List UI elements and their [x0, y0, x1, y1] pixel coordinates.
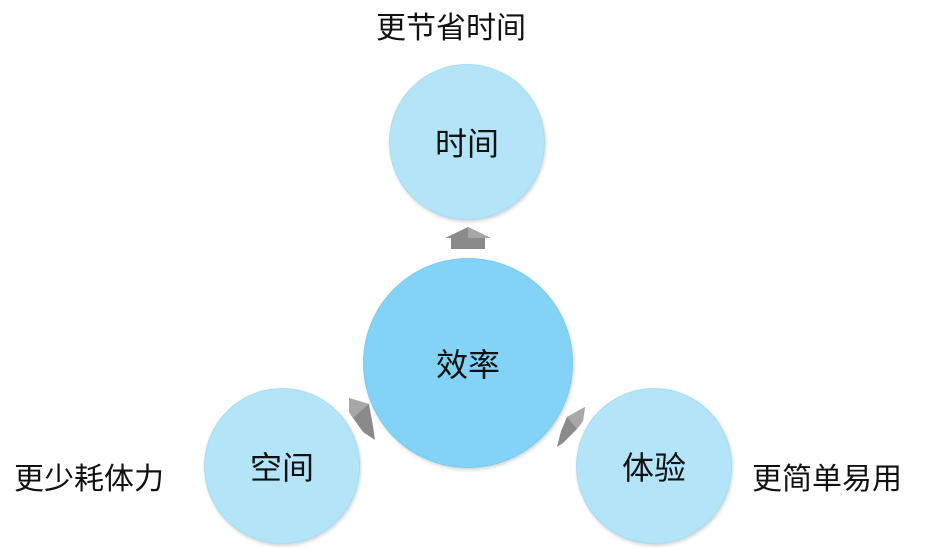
node-space: 空间 — [204, 388, 360, 544]
arrow-to-experience — [557, 407, 585, 447]
caption-space: 更少耗体力 — [14, 462, 164, 497]
node-time: 时间 — [389, 64, 545, 220]
node-efficiency: 效率 — [363, 258, 573, 468]
arrow-to-space — [349, 398, 375, 440]
node-time-label: 时间 — [434, 125, 499, 163]
node-experience: 体验 — [576, 388, 732, 544]
node-efficiency-label: 效率 — [435, 346, 500, 384]
node-space-label: 空间 — [249, 449, 314, 487]
arrow-to-time — [445, 227, 491, 249]
node-experience-label: 体验 — [621, 449, 686, 487]
caption-experience: 更简单易用 — [752, 462, 902, 497]
caption-time: 更节省时间 — [376, 11, 526, 46]
